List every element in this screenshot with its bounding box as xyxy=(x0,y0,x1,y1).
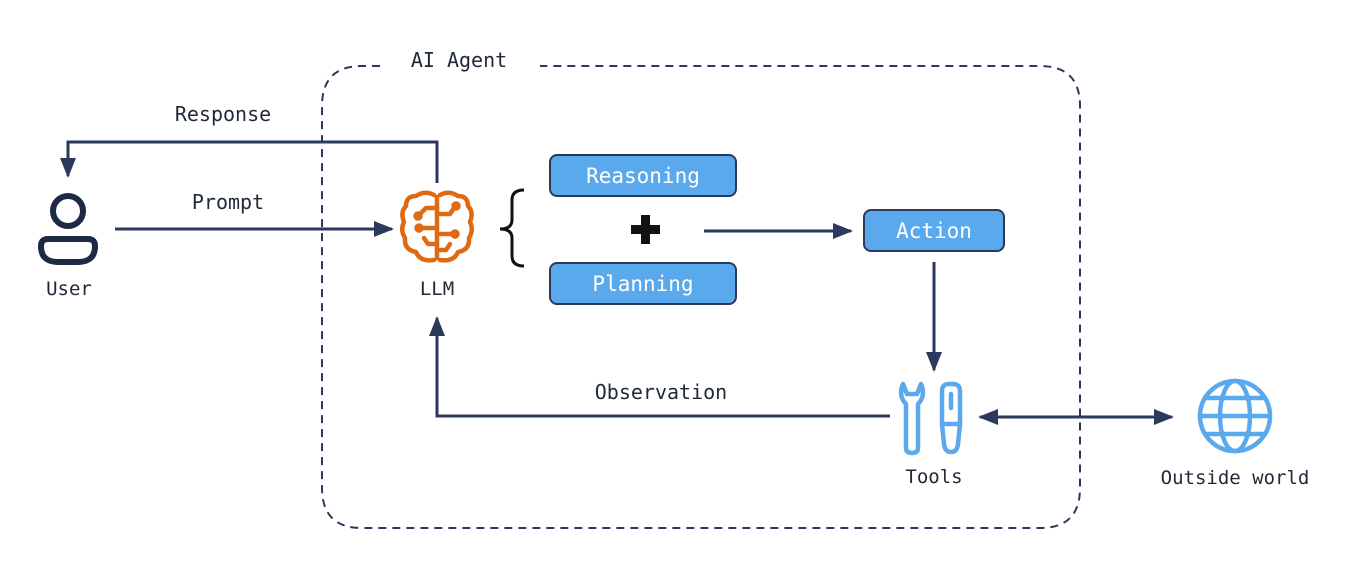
ai-agent-container: AI Agent xyxy=(321,48,1081,529)
tools-label: Tools xyxy=(905,466,962,488)
reasoning-label: Reasoning xyxy=(586,164,700,188)
user-node: User xyxy=(37,193,99,300)
outside-world-label: Outside world xyxy=(1161,467,1310,489)
action-box: Action xyxy=(863,209,1005,252)
llm-label: LLM xyxy=(420,278,454,300)
globe-icon xyxy=(1197,378,1273,454)
plus-icon xyxy=(631,215,660,244)
user-label: User xyxy=(46,278,92,300)
prompt-edge: Prompt xyxy=(115,190,394,237)
wrench-screwdriver-icon xyxy=(898,381,963,456)
outside-world-node: Outside world xyxy=(1161,378,1310,489)
llm-node: LLM xyxy=(400,190,474,300)
observation-label: Observation xyxy=(595,380,727,404)
planning-box: Planning xyxy=(549,262,737,305)
reasoning-box: Reasoning xyxy=(549,154,737,197)
ai-agent-title: AI Agent xyxy=(411,48,507,72)
response-label: Response xyxy=(175,102,271,126)
user-icon xyxy=(37,193,99,265)
ai-agent-border xyxy=(321,65,1081,529)
observation-line xyxy=(429,316,890,418)
prompt-label: Prompt xyxy=(192,190,264,214)
response-edge: Response xyxy=(60,102,439,183)
observation-edge: Observation xyxy=(429,316,890,418)
tools-node: Tools xyxy=(898,381,963,488)
brain-circuit-icon xyxy=(400,190,474,263)
planning-label: Planning xyxy=(592,272,693,296)
grouping-brace xyxy=(499,188,525,268)
action-label: Action xyxy=(896,219,972,243)
response-line xyxy=(60,140,439,183)
